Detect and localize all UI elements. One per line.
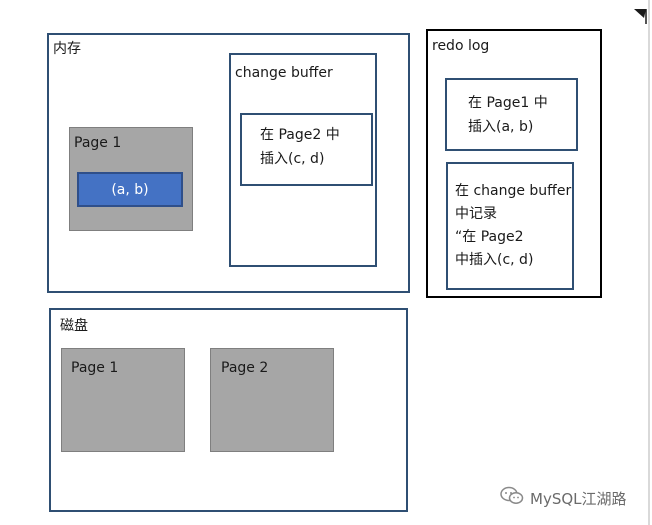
redo-log-entry-2-line-4: 中插入(c, d) bbox=[455, 252, 534, 268]
change-buffer-entry: 在 Page2 中 插入(c, d) bbox=[240, 113, 373, 186]
record-text: (a, b) bbox=[111, 181, 149, 198]
change-buffer-entry-line-1: 在 Page2 中 bbox=[260, 127, 340, 143]
change-buffer-area: change buffer 在 Page2 中 插入(c, d) bbox=[229, 53, 377, 267]
disk-area: 磁盘 Page 1 Page 2 bbox=[49, 308, 408, 512]
disk-page1: Page 1 bbox=[61, 348, 185, 452]
redo-log-entry-1-line-2: 插入(a, b) bbox=[468, 119, 534, 135]
memory-area: 内存 Page 1 (a, b) change buffer 在 Page2 中… bbox=[47, 33, 410, 293]
disk-page2-label: Page 2 bbox=[221, 360, 269, 376]
disk-page2: Page 2 bbox=[210, 348, 334, 452]
wechat-icon bbox=[500, 486, 524, 510]
redo-log-entry-1-line-1: 在 Page1 中 bbox=[468, 95, 548, 111]
change-buffer-title: change buffer bbox=[235, 65, 333, 81]
memory-page1: Page 1 (a, b) bbox=[69, 127, 193, 231]
disk-page1-label: Page 1 bbox=[71, 360, 119, 376]
redo-log-area: redo log 在 Page1 中 插入(a, b) 在 change buf… bbox=[426, 29, 602, 298]
disk-title: 磁盘 bbox=[60, 318, 88, 334]
corner-marker-icon bbox=[632, 6, 648, 24]
memory-title: 内存 bbox=[53, 41, 81, 57]
watermark: MySQL江湖路 bbox=[500, 486, 627, 510]
redo-log-entry-2-line-2: 中记录 bbox=[455, 206, 497, 222]
redo-log-entry-2-line-3: “在 Page2 bbox=[455, 229, 524, 245]
memory-page1-record: (a, b) bbox=[77, 172, 183, 207]
redo-log-title: redo log bbox=[432, 38, 490, 54]
redo-log-entry-2-line-1: 在 change buffer bbox=[455, 183, 572, 199]
change-buffer-entry-line-2: 插入(c, d) bbox=[260, 151, 325, 167]
redo-log-entry-2: 在 change buffer 中记录 “在 Page2 中插入(c, d) bbox=[446, 162, 574, 290]
redo-log-entry-1: 在 Page1 中 插入(a, b) bbox=[445, 78, 578, 151]
memory-page1-title: Page 1 bbox=[74, 135, 122, 151]
watermark-text: MySQL江湖路 bbox=[530, 489, 627, 508]
right-edge-line bbox=[648, 0, 650, 525]
